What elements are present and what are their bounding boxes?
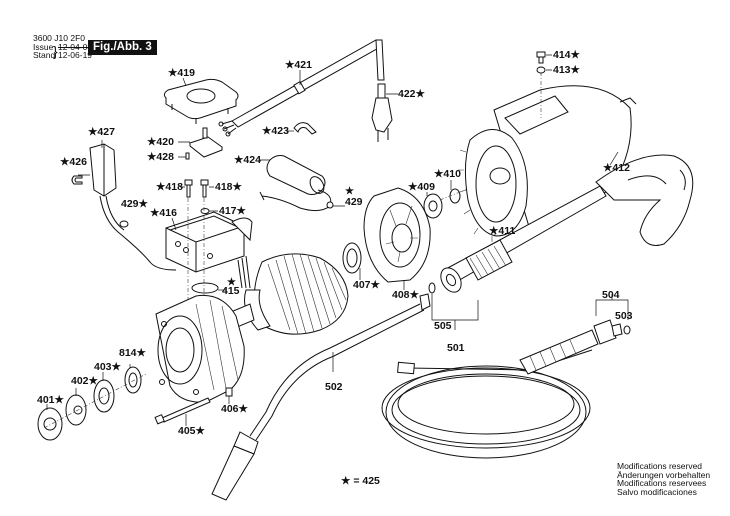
part-label-421: ★421 [285, 59, 312, 71]
part-label-418b: 418★ [215, 181, 242, 193]
note-en: Modifications reserved [617, 461, 703, 471]
switch-part [89, 143, 177, 271]
part-label-408: 408★ [392, 289, 419, 301]
stand-date: 12-06-19 [58, 50, 93, 60]
part-label-410: ★410 [434, 168, 461, 180]
legend-note: ★ = 425 [341, 475, 380, 487]
housing-screw-part [536, 51, 546, 74]
part-label-409: ★409 [408, 181, 435, 193]
part-label-415: 415 [222, 285, 240, 297]
part-label-504: 504 [602, 289, 620, 301]
part-label-814: 814★ [119, 347, 146, 359]
o-ring-part [191, 282, 219, 294]
part-label-502: 502 [325, 381, 343, 393]
cable-clamp-part [293, 122, 317, 135]
switch-box-part [165, 211, 253, 273]
part-label-401: 401★ [37, 394, 64, 406]
issue-date: 12-04-03 [58, 42, 93, 52]
plate-part [185, 127, 224, 160]
stand-label: Stand [33, 50, 56, 60]
hose-part [381, 319, 631, 459]
note-fr: Modifications reservees [617, 478, 707, 489]
part-label-406: 406★ [221, 403, 248, 415]
brace: } [53, 43, 58, 59]
part-label-429b-star: ★ [345, 186, 354, 197]
front-end-parts [37, 366, 147, 441]
figure-label: Fig./Abb. 3 [88, 40, 157, 55]
pump-housing-part [155, 294, 245, 403]
part-label-414: 414★ [553, 49, 580, 61]
cable-part [218, 39, 385, 137]
part-label-416: ★416 [150, 207, 177, 219]
bearing-part [342, 242, 362, 274]
part-label-419: ★419 [168, 67, 195, 79]
clip-part [71, 175, 83, 185]
part-label-422: 422★ [398, 88, 425, 100]
part-label-426: ★426 [60, 156, 87, 168]
bearing-flange-part [363, 187, 431, 283]
part-label-427: ★427 [88, 126, 115, 138]
doc-number: 3600 J10 2F0 [33, 33, 85, 43]
part-label-501: 501 [447, 342, 465, 354]
part-label-420: ★420 [147, 136, 174, 148]
note-es: Salvo modificaciones [617, 486, 697, 497]
modification-notes: Modifications reserved Änderungen vorbeh… [617, 462, 710, 496]
part-label-429a: 429★ [121, 198, 148, 210]
part-label-415-star: ★ [227, 277, 236, 288]
part-label-411: ★411 [489, 225, 516, 237]
part-label-402: 402★ [71, 375, 98, 387]
part-label-413: 413★ [553, 64, 580, 76]
part-label-417: 417★ [219, 205, 246, 217]
bearing-ring-part [423, 159, 541, 219]
lance-part [211, 293, 431, 501]
part-label-424: ★424 [234, 154, 261, 166]
part-label-429b: 429 [345, 196, 363, 208]
mains-plug-part [371, 83, 393, 142]
part-label-428: ★428 [147, 151, 174, 163]
tie-bolt-part [154, 397, 211, 425]
part-label-412: ★412 [603, 162, 630, 174]
issue-label: Issue [33, 42, 54, 52]
part-label-505: 505 [434, 320, 452, 332]
switch-cover-part [163, 78, 239, 124]
part-label-423: ★423 [262, 125, 289, 137]
note-de: Änderungen vorbehalten [617, 469, 711, 480]
part-label-405: 405★ [178, 425, 205, 437]
spray-gun-part [428, 154, 694, 294]
part-label-503: 503 [615, 310, 633, 322]
part-label-403: 403★ [94, 361, 121, 373]
part-label-407: 407★ [353, 279, 380, 291]
capacitor-part [259, 155, 334, 212]
part-label-418a: ★418 [156, 181, 183, 193]
